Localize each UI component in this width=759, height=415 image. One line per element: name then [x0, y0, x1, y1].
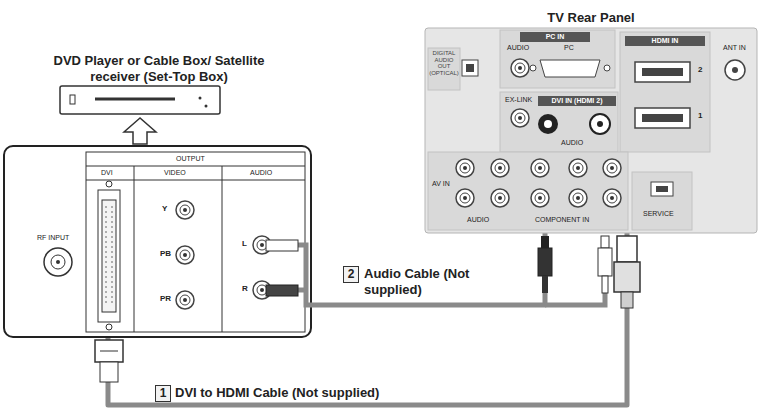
channel-name: R	[242, 285, 248, 294]
hdmi-plug	[614, 236, 640, 308]
port-name: COMPONENT IN	[535, 216, 589, 224]
port-name: AV IN	[432, 180, 450, 188]
device-heading: DVD Player or Cable Box/ Satellite recei…	[30, 53, 288, 85]
port-name: PC	[564, 44, 574, 52]
port-name: Y	[162, 205, 167, 214]
audio-plugs-tv	[538, 236, 612, 305]
dvi-plug	[95, 340, 123, 382]
port-number: 2	[698, 66, 702, 75]
callout-number: 1	[155, 385, 171, 402]
audio-plugs-source	[266, 240, 312, 305]
device-heading: TV Rear Panel	[426, 10, 756, 26]
port-group-bar: DVI IN (HDMI 2)	[538, 96, 616, 106]
dvi-port	[98, 181, 120, 330]
tv-panel-body	[425, 28, 757, 233]
cable-label: Audio Cable (Not supplied)	[364, 266, 482, 298]
port-name: AUDIO	[467, 216, 489, 224]
port-name: SERVICE	[643, 210, 674, 218]
port-name: PB	[160, 250, 171, 259]
port-name: DIGITAL AUDIO OUT (OPTICAL)	[429, 50, 459, 76]
column-heading: AUDIO	[250, 169, 272, 177]
port-group-bar: HDMI IN	[625, 36, 705, 46]
port-name: EX-LINK	[505, 96, 532, 104]
tv-connectors	[456, 59, 745, 207]
callout-number: 2	[343, 266, 359, 283]
cable	[312, 233, 545, 305]
cable	[108, 233, 627, 405]
cable-label: DVI to HDMI Cable (Not supplied)	[175, 385, 379, 401]
set-top-box-icon	[60, 86, 220, 114]
port-group-bar: PC IN	[520, 32, 590, 42]
tv-panel-modules	[428, 30, 710, 230]
output-panel	[86, 152, 305, 332]
column-heading: DVI	[101, 169, 113, 177]
zoom-arrow	[124, 118, 156, 144]
column-heading: VIDEO	[164, 169, 186, 177]
port-name: AUDIO	[561, 139, 583, 147]
video-jacks	[176, 201, 194, 309]
port-name: RF INPUT	[37, 234, 69, 242]
rf-input-jack	[44, 248, 72, 276]
section-heading: OUTPUT	[176, 155, 205, 163]
port-name: PR	[160, 295, 171, 304]
port-name: AUDIO	[507, 44, 529, 52]
port-name: ANT IN	[723, 44, 746, 52]
port-number: 1	[698, 112, 702, 121]
channel-name: L	[242, 240, 247, 249]
